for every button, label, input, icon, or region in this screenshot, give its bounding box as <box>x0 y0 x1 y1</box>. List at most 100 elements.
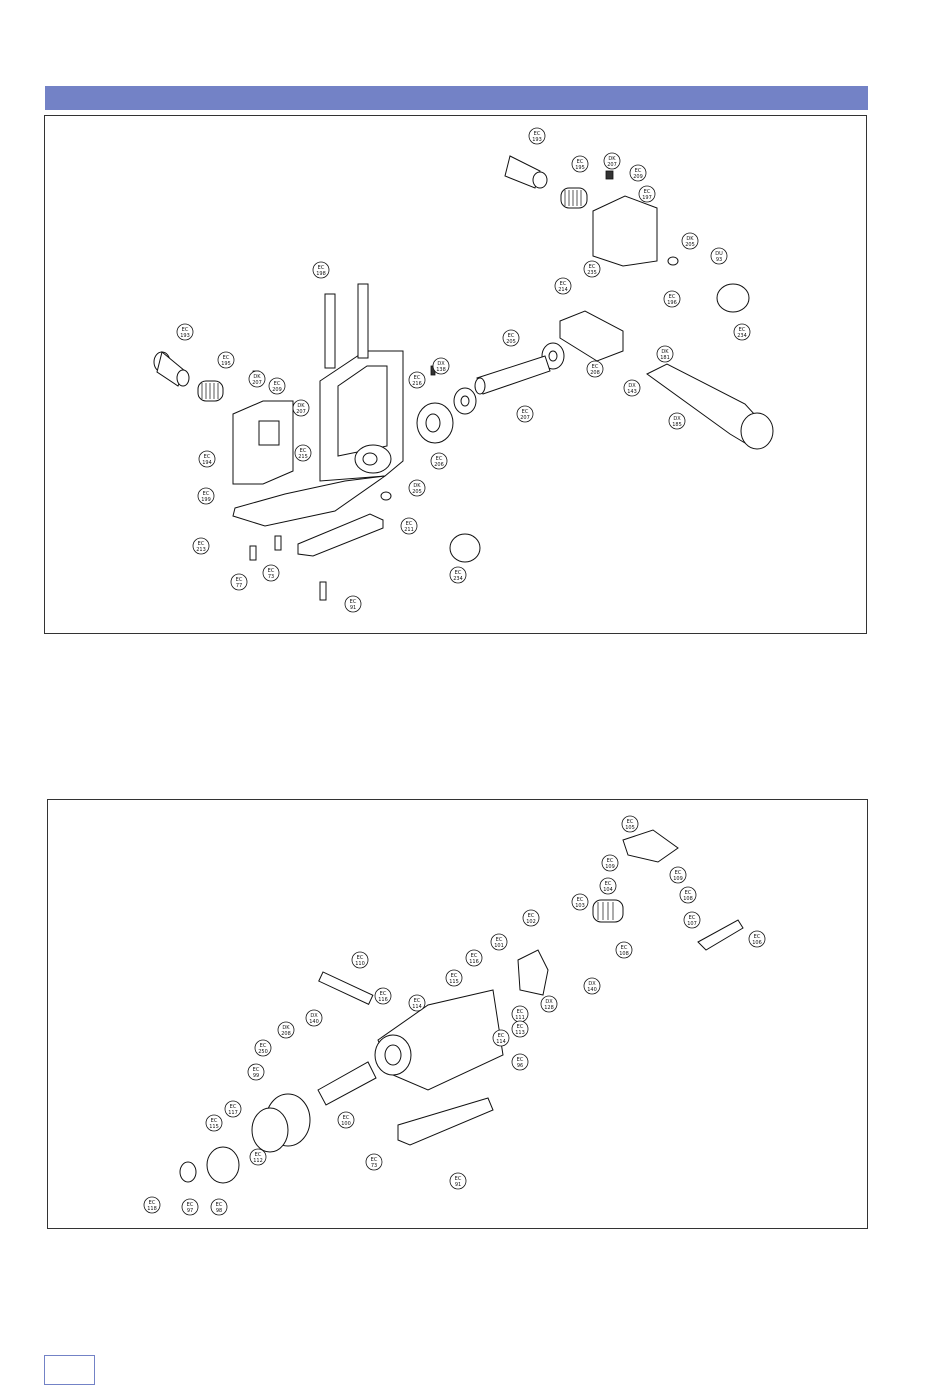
callout-number: 115 <box>209 1124 219 1130</box>
callout-code: EC <box>204 454 211 460</box>
callout-number: 208 <box>590 370 600 376</box>
callout-code: EC <box>187 1202 194 1208</box>
callout-circle <box>277 1021 295 1039</box>
callout-number: 140 <box>309 1019 319 1025</box>
callout-circle <box>292 399 310 417</box>
section-header-band <box>45 86 868 110</box>
callout-circle <box>224 1100 242 1118</box>
callout-circle <box>262 564 280 582</box>
callout-number: 91 <box>455 1182 461 1188</box>
callout-circle <box>599 877 617 895</box>
callout-circle <box>305 1009 323 1027</box>
callout-number: 234 <box>737 333 747 339</box>
callout-number: 116 <box>378 997 388 1003</box>
bars-198 <box>324 283 369 369</box>
spring-195-right <box>560 187 588 209</box>
callout-circle <box>230 573 248 591</box>
callout-number: 211 <box>404 527 414 533</box>
callout-code: DX <box>628 383 636 389</box>
callout-code: DX <box>545 999 553 1005</box>
washer-207 <box>453 342 565 415</box>
bolt-110 <box>318 971 374 1005</box>
callout-number: 117 <box>228 1110 238 1116</box>
callout-circle <box>656 345 674 363</box>
callout-code: EC <box>496 937 503 943</box>
callout-circle <box>176 323 194 341</box>
callout-code: EC <box>605 881 612 887</box>
callout-circle <box>408 479 426 497</box>
callout-number: 77 <box>236 583 242 589</box>
callout-circle <box>621 815 639 833</box>
callout-number: 140 <box>587 987 597 993</box>
callout-circle <box>492 1029 510 1047</box>
callout-code: EC <box>517 1024 524 1030</box>
callout-number: 99 <box>253 1073 259 1079</box>
callout-circle <box>445 969 463 987</box>
callout-number: 103 <box>575 903 585 909</box>
callout-circle <box>408 371 426 389</box>
page-number-box <box>44 1355 95 1385</box>
callout-number: 215 <box>298 454 308 460</box>
callout-number: 102 <box>526 919 536 925</box>
callout-code: EC <box>644 189 651 195</box>
exploded-drawing-top <box>153 155 774 601</box>
callout-circle <box>181 1198 199 1216</box>
block-197 <box>592 195 658 267</box>
callout-number: 138 <box>436 367 446 373</box>
callout-circle <box>408 994 426 1012</box>
callout-code: EC <box>635 168 642 174</box>
callout-code: EC <box>592 364 599 370</box>
callout-number: 214 <box>558 287 568 293</box>
main-body-96 <box>374 989 504 1091</box>
callout-code: EC <box>357 955 364 961</box>
callout-code: EC <box>669 294 676 300</box>
callout-code: EC <box>414 375 421 381</box>
callout-code: EC <box>675 870 682 876</box>
callout-code: EC <box>607 858 614 864</box>
callout-number: 206 <box>434 462 444 468</box>
callout-number: 196 <box>667 300 677 306</box>
callout-code: EC <box>260 1043 267 1049</box>
callout-number: 199 <box>201 497 211 503</box>
main-frame-part <box>232 350 404 527</box>
callout-circle <box>669 866 687 884</box>
callout-code: EC <box>350 599 357 605</box>
callout-code: EC <box>577 897 584 903</box>
callout-code: EC <box>455 570 462 576</box>
callout-circle <box>198 450 216 468</box>
callout-circle <box>210 1198 228 1216</box>
callout-number: 213 <box>196 547 206 553</box>
callout-number: 128 <box>544 1005 554 1011</box>
callout-number: 91 <box>350 605 356 611</box>
callout-circle <box>540 995 558 1013</box>
callout-circle <box>748 930 766 948</box>
callout-code: EC <box>343 1115 350 1121</box>
callout-code: EC <box>689 915 696 921</box>
callout-number: 114 <box>496 1039 506 1045</box>
callout-code: EC <box>436 456 443 462</box>
callout-circle <box>268 377 286 395</box>
callout-number: 109 <box>673 876 683 882</box>
callout-number: 110 <box>355 961 365 967</box>
